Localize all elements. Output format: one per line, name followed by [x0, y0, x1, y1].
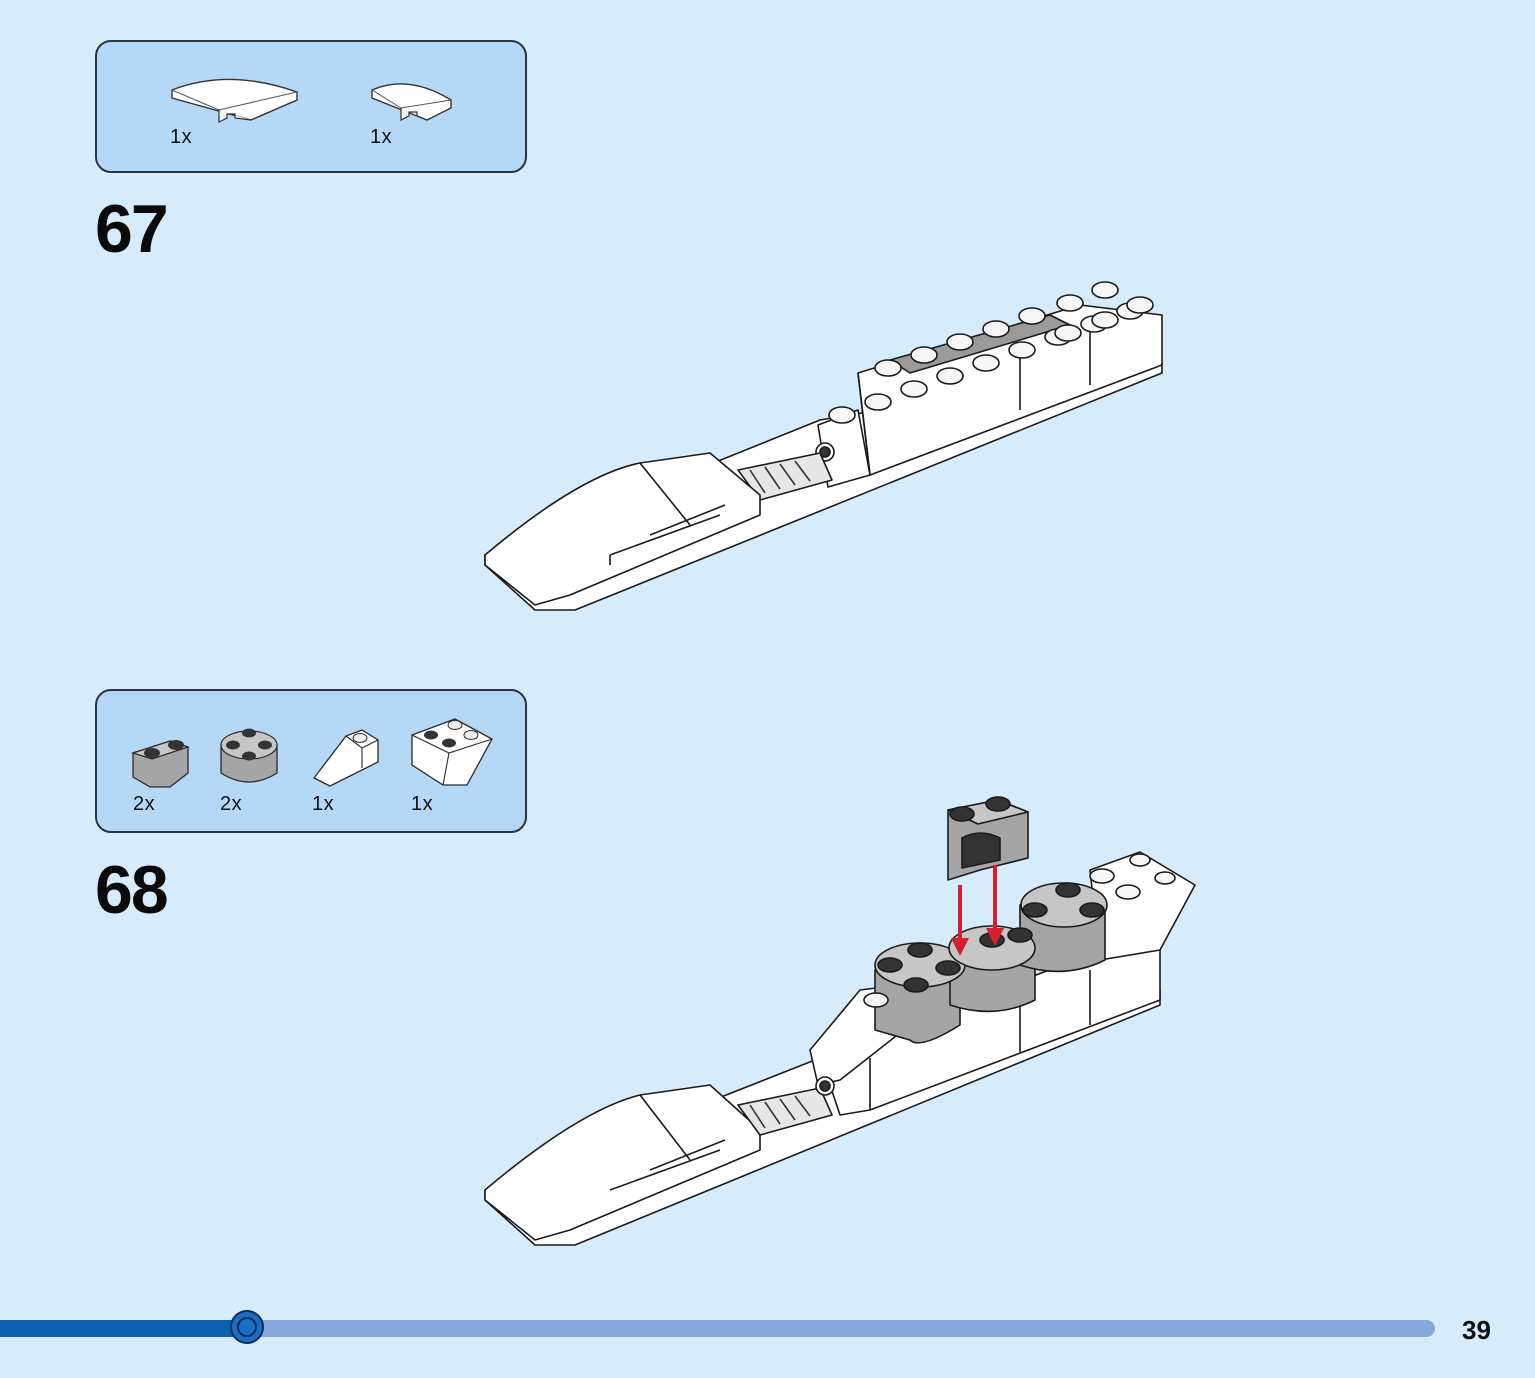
progress-knob [230, 1310, 264, 1344]
model-assembly-step-67 [484, 281, 1163, 611]
slope-brick-icon [313, 729, 379, 787]
part-qty: 2x [133, 793, 156, 815]
model-assembly-step-68 [484, 796, 1196, 1246]
part-qty: 1x [312, 793, 335, 815]
round-brick-half-icon [131, 740, 190, 788]
progress-fill [0, 1320, 247, 1337]
parts-box-step-67: 1x 1x [95, 40, 527, 173]
part-qty: 1x [411, 793, 434, 815]
step-number-67: 67 [95, 191, 169, 267]
progress-track [0, 1320, 1435, 1337]
round-brick-2x2-icon [220, 728, 278, 783]
curved-slope-short-icon [371, 83, 452, 121]
step-number-68: 68 [95, 852, 169, 928]
inverted-slope-brick-icon [411, 718, 493, 786]
parts-box-step-68: 2x 2x 1x 1x [95, 689, 527, 833]
part-qty: 1x [170, 126, 193, 148]
part-qty: 2x [220, 793, 243, 815]
part-qty: 1x [370, 126, 393, 148]
page-number: 39 [1462, 1315, 1491, 1345]
curved-slope-long-icon [171, 78, 298, 123]
